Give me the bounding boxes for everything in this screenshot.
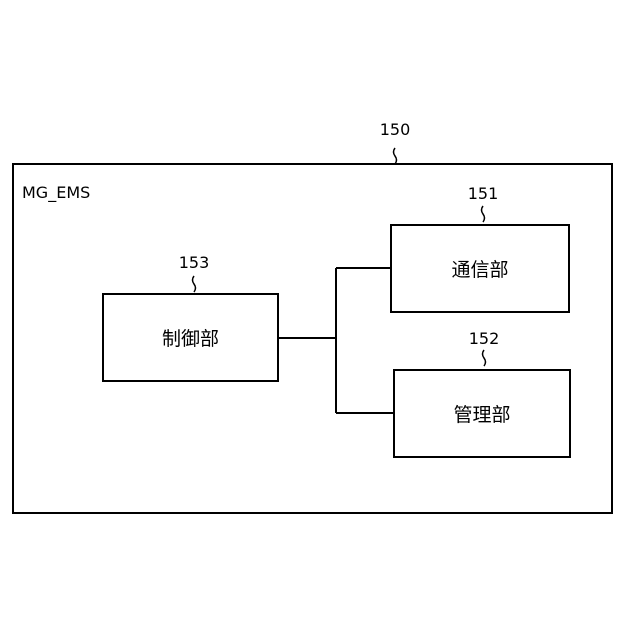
leader-150 xyxy=(394,148,397,164)
management-unit-block: 管理部 xyxy=(393,369,571,458)
mg-ems-label: MG_EMS xyxy=(22,184,90,202)
control-unit-block: 制御部 xyxy=(102,293,279,382)
ref-151: 151 xyxy=(463,185,503,203)
communication-unit-block: 通信部 xyxy=(390,224,570,313)
control-unit-label: 制御部 xyxy=(162,324,219,351)
ref-152: 152 xyxy=(464,330,504,348)
communication-unit-label: 通信部 xyxy=(451,255,508,282)
ref-150: 150 xyxy=(375,121,415,139)
management-unit-label: 管理部 xyxy=(453,400,510,427)
ref-153: 153 xyxy=(174,254,214,272)
